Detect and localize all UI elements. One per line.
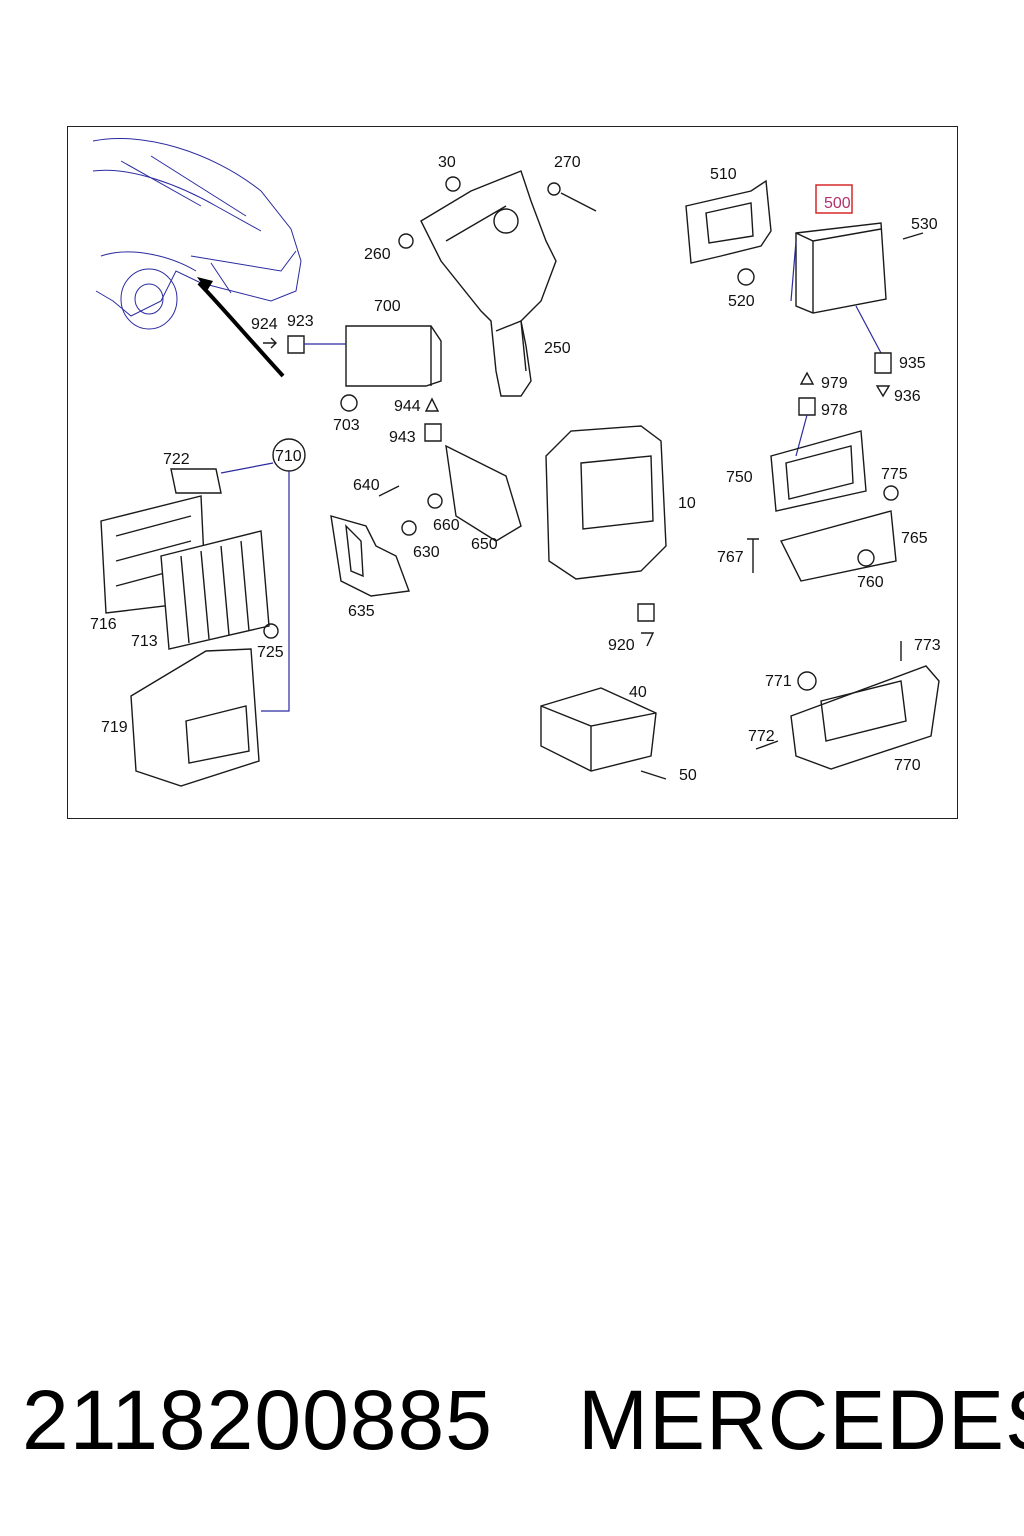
callout-label-510: 510 bbox=[710, 166, 737, 183]
nut-part-703 bbox=[340, 394, 358, 412]
callout-label-710: 710 bbox=[275, 448, 302, 465]
pin-part-979 bbox=[799, 371, 815, 385]
callout-label-935: 935 bbox=[899, 355, 926, 372]
callout-label-630: 630 bbox=[413, 544, 440, 561]
callout-label-760: 760 bbox=[857, 574, 884, 591]
pin-part-936 bbox=[875, 385, 891, 398]
nut-part-630 bbox=[401, 520, 417, 536]
pin-part-772 bbox=[755, 740, 779, 750]
washer-part-260 bbox=[398, 233, 414, 249]
callout-label-713: 713 bbox=[131, 633, 158, 650]
nut-part-760 bbox=[857, 549, 875, 567]
bracket-part-250 bbox=[420, 170, 557, 397]
vehicle-illustration bbox=[92, 138, 302, 330]
callout-label-716: 716 bbox=[90, 616, 117, 633]
callout-label-924: 924 bbox=[251, 316, 278, 333]
callout-label-640: 640 bbox=[353, 477, 380, 494]
callout-label-936: 936 bbox=[894, 388, 921, 405]
connector-part-920 bbox=[637, 603, 655, 622]
cover-part-722 bbox=[170, 468, 222, 494]
callout-label-40: 40 bbox=[629, 684, 647, 701]
bracket-part-770 bbox=[790, 665, 940, 770]
module-part-650 bbox=[445, 444, 522, 542]
callout-label-773: 773 bbox=[914, 637, 941, 654]
screw-part-640 bbox=[378, 485, 400, 497]
highlight-box-500 bbox=[815, 184, 853, 214]
module-part-500 bbox=[790, 222, 887, 314]
callout-label-750: 750 bbox=[726, 469, 753, 486]
callout-label-770: 770 bbox=[894, 757, 921, 774]
bracket-part-635 bbox=[330, 515, 410, 597]
lead-935 bbox=[855, 305, 882, 354]
heatsink-part-713 bbox=[160, 530, 270, 650]
grommet-part-771 bbox=[797, 671, 817, 691]
screw-part-530 bbox=[902, 232, 924, 240]
callout-label-250: 250 bbox=[544, 340, 571, 357]
connector-part-978 bbox=[798, 397, 816, 416]
callout-label-635: 635 bbox=[348, 603, 375, 620]
bracket-part-750 bbox=[770, 430, 867, 512]
callout-label-765: 765 bbox=[901, 530, 928, 547]
brand-name: MERCEDES bbox=[578, 1373, 1024, 1467]
connector-part-923 bbox=[287, 335, 346, 354]
callout-label-771: 771 bbox=[765, 673, 792, 690]
callout-label-944: 944 bbox=[394, 398, 421, 415]
callout-label-30: 30 bbox=[438, 154, 456, 171]
pin-part-920 bbox=[641, 632, 655, 647]
callout-label-722: 722 bbox=[163, 451, 190, 468]
callout-label-10: 10 bbox=[678, 495, 696, 512]
callout-label-50: 50 bbox=[679, 767, 697, 784]
bracket-part-510 bbox=[685, 179, 772, 264]
callout-label-719: 719 bbox=[101, 719, 128, 736]
nut-part-520 bbox=[737, 268, 755, 286]
module-part-40 bbox=[540, 687, 657, 772]
bolt-part-767 bbox=[747, 538, 759, 573]
lead-978 bbox=[795, 414, 808, 457]
callout-label-703: 703 bbox=[333, 417, 360, 434]
nut-part-660 bbox=[427, 493, 443, 509]
connector-part-943 bbox=[424, 423, 442, 442]
screw-part-270 bbox=[547, 182, 597, 212]
callout-label-725: 725 bbox=[257, 644, 284, 661]
location-arrowhead bbox=[197, 277, 213, 291]
callout-label-260: 260 bbox=[364, 246, 391, 263]
callout-label-767: 767 bbox=[717, 549, 744, 566]
callout-label-520: 520 bbox=[728, 293, 755, 310]
pin-part-924 bbox=[263, 337, 277, 349]
lead-710-722 bbox=[220, 462, 274, 474]
footer: 2118200885 MERCEDES bbox=[0, 1372, 1024, 1467]
callout-label-772: 772 bbox=[748, 728, 775, 745]
callout-label-978: 978 bbox=[821, 402, 848, 419]
callout-label-270: 270 bbox=[554, 154, 581, 171]
pin-part-944 bbox=[424, 397, 440, 412]
callout-label-923: 923 bbox=[287, 313, 314, 330]
lead-710 bbox=[261, 471, 290, 712]
nut-part-725 bbox=[263, 623, 279, 639]
callout-label-500: 500 bbox=[824, 195, 851, 212]
bracket-part-765 bbox=[779, 510, 897, 582]
nut-part-775 bbox=[883, 485, 899, 501]
connector-part-935 bbox=[874, 352, 892, 374]
callout-label-775: 775 bbox=[881, 466, 908, 483]
nut-part-30 bbox=[445, 176, 461, 192]
control-unit-part-10 bbox=[545, 425, 667, 580]
callout-label-700: 700 bbox=[374, 298, 401, 315]
part-number: 2118200885 bbox=[22, 1373, 493, 1467]
callout-label-943: 943 bbox=[389, 429, 416, 446]
callout-label-650: 650 bbox=[471, 536, 498, 553]
callout-label-530: 530 bbox=[911, 216, 938, 233]
parts-diagram-frame: 30 270 260 250 510 500 530 520 935 936 924 923 700 70… bbox=[67, 126, 958, 819]
module-part-700 bbox=[345, 325, 442, 387]
parts-diagram: 30 270 260 250 510 500 530 520 935 936 924 923 700 70… bbox=[90, 138, 941, 787]
callout-label-660: 660 bbox=[433, 517, 460, 534]
callout-label-920: 920 bbox=[608, 637, 635, 654]
callout-label-979: 979 bbox=[821, 375, 848, 392]
bolt-part-50 bbox=[640, 770, 667, 780]
location-arrow bbox=[197, 281, 285, 378]
carrier-part-719 bbox=[130, 648, 260, 787]
